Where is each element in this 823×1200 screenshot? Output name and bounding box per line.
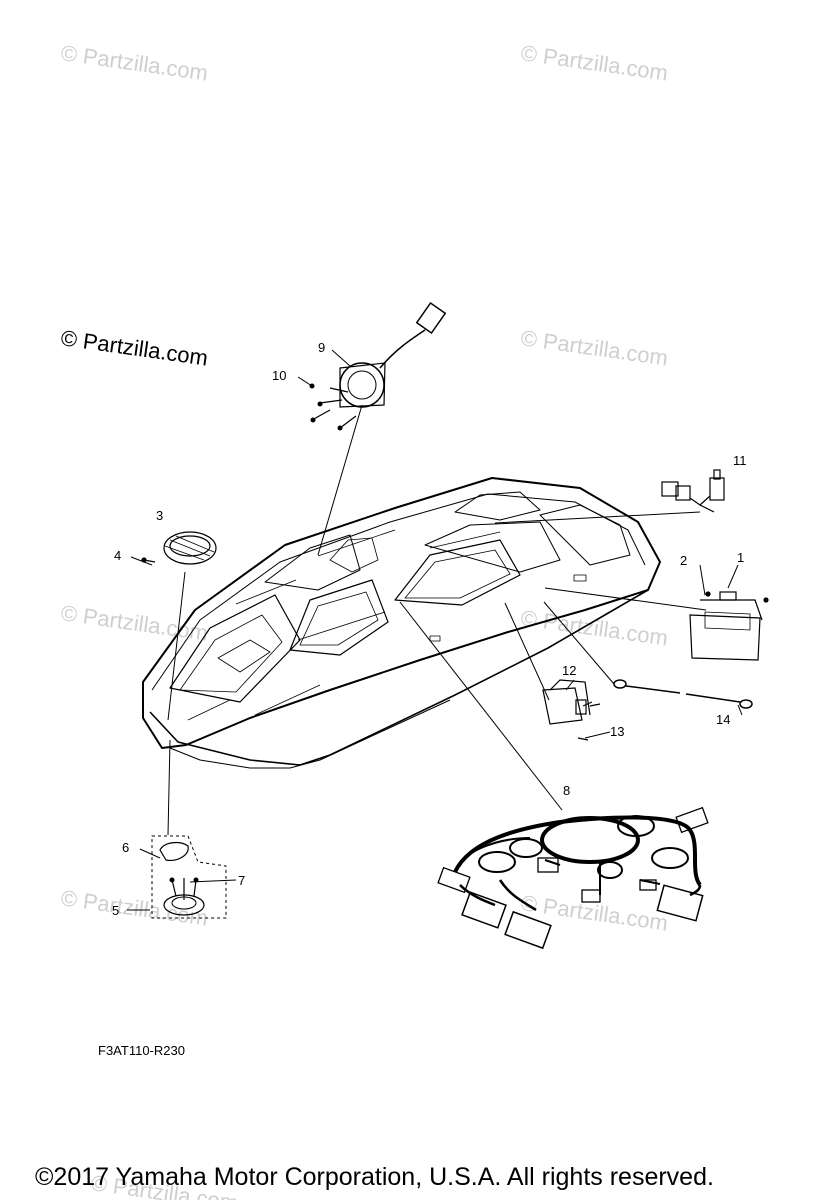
diagram-code: F3AT110-R230 xyxy=(98,1043,185,1058)
callout-11: 11 xyxy=(733,453,747,468)
callout-9: 9 xyxy=(318,340,325,355)
callout-8: 8 xyxy=(563,783,570,798)
callout-5: 5 xyxy=(112,903,119,918)
watermark-group: © Partzilla.com © Partzilla.com © Partzi… xyxy=(59,40,669,1200)
callout-4: 4 xyxy=(114,548,121,563)
watermark: © Partzilla.com xyxy=(519,605,669,650)
part-14-cable xyxy=(613,679,753,709)
callout-7: 7 xyxy=(238,873,245,888)
watermark: © Partzilla.com xyxy=(59,40,209,85)
part-8-harness xyxy=(437,806,709,950)
watermark: © Partzilla.com xyxy=(59,885,209,930)
callout-14: 14 xyxy=(716,712,730,727)
part-3-4-lid xyxy=(141,531,217,565)
callout-6: 6 xyxy=(122,840,129,855)
callout-12: 12 xyxy=(562,663,576,678)
watermark-main: © Partzilla.com xyxy=(59,325,209,370)
callout-2: 2 xyxy=(680,553,687,568)
callout-10: 10 xyxy=(272,368,286,383)
callout-13: 13 xyxy=(610,724,624,739)
part-1-2-tray xyxy=(689,591,769,661)
watermark: © Partzilla.com xyxy=(519,325,669,370)
part-12-13-switch xyxy=(542,679,601,741)
part-5-6-7-drain xyxy=(151,835,227,919)
callout-1: 1 xyxy=(737,550,744,565)
boat-hull xyxy=(142,477,661,769)
copyright-notice: ©2017 Yamaha Motor Corporation, U.S.A. A… xyxy=(35,1163,714,1191)
watermark: © Partzilla.com xyxy=(519,40,669,85)
callout-3: 3 xyxy=(156,508,163,523)
watermark: © Partzilla.com xyxy=(519,890,669,935)
part-11-sensor xyxy=(661,469,725,513)
callout-labels: 1 2 3 4 5 6 7 8 9 10 11 12 13 14 xyxy=(112,340,747,918)
leader-lines xyxy=(127,349,743,911)
part-9-10-plate xyxy=(309,301,447,431)
